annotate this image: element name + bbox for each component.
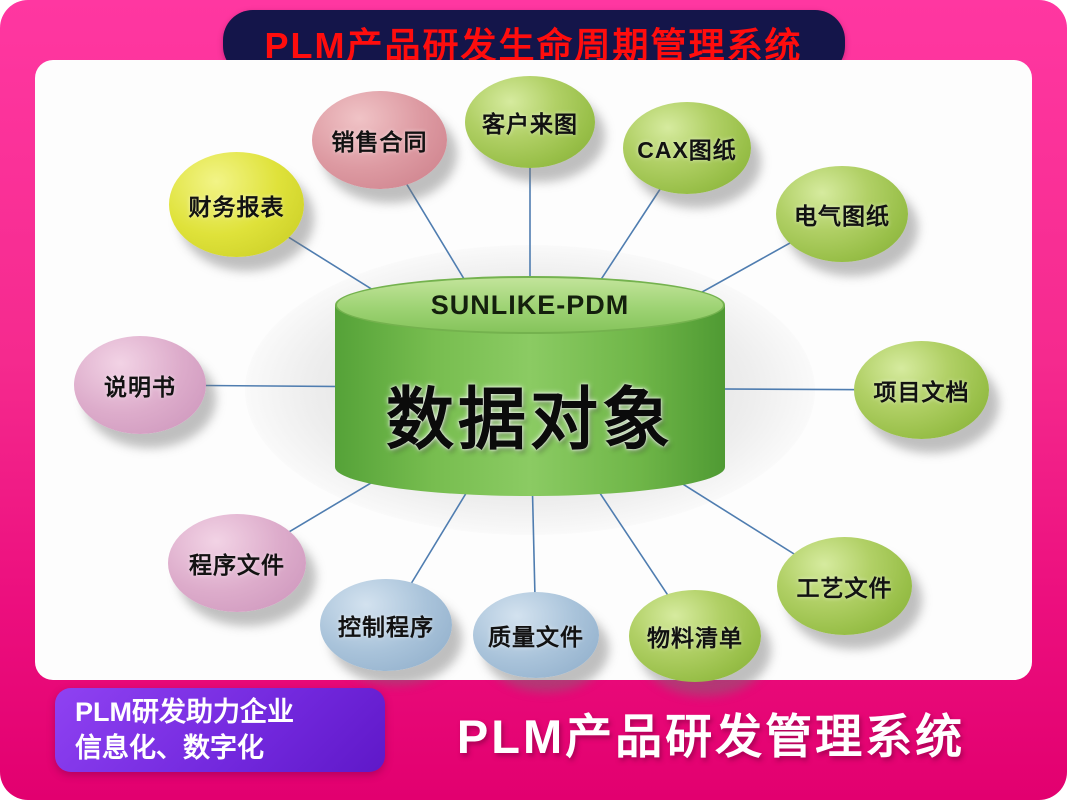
page-title: PLM产品研发生命周期管理系统	[264, 25, 803, 66]
footer-badge-line1: PLM研发助力企业	[75, 696, 294, 727]
diagram-node-control-programs: 控制程序	[320, 579, 452, 671]
node-label: 电气图纸	[794, 203, 890, 229]
node-label: 质量文件	[488, 624, 584, 650]
diagram-canvas: SUNLIKE-PDM 数据对象 财务报表 销售合同 客户来图 CAX图纸 电气…	[35, 60, 1032, 682]
node-label: CAX图纸	[637, 137, 737, 163]
node-label: 程序文件	[189, 552, 285, 578]
diagram-node-cax-drawings: CAX图纸	[623, 102, 751, 194]
footer-badge: PLM研发助力企业 信息化、数字化	[55, 688, 385, 772]
cylinder-top	[335, 276, 725, 334]
node-label: 财务报表	[188, 193, 285, 220]
footer-badge-line2: 信息化、数字化	[75, 733, 264, 763]
central-data-cylinder: SUNLIKE-PDM 数据对象	[335, 276, 725, 498]
diagram-node-customer-drawings: 客户来图	[465, 76, 595, 168]
diagram-node-electrical-drawings: 电气图纸	[776, 166, 908, 262]
diagram-node-bom-list: 物料清单	[629, 590, 761, 682]
node-label: 客户来图	[482, 111, 578, 137]
diagram-node-financial-reports: 财务报表	[169, 152, 304, 257]
diagram-node-process-files: 工艺文件	[777, 537, 912, 635]
diagram-node-project-documents: 项目文档	[854, 341, 989, 439]
diagram-node-quality-files: 质量文件	[473, 592, 599, 678]
node-label: 项目文档	[873, 379, 970, 405]
cylinder-system-label: SUNLIKE-PDM	[430, 290, 630, 320]
node-label: 工艺文件	[796, 575, 893, 601]
footer-title: PLM产品研发管理系统	[456, 710, 966, 763]
node-label: 销售合同	[331, 129, 428, 155]
diagram-node-manuals: 说明书	[74, 336, 206, 434]
cylinder-main-label: 数据对象	[385, 382, 674, 458]
diagram-node-program-files: 程序文件	[168, 514, 306, 612]
node-label: 说明书	[104, 374, 176, 400]
diagram-node-sales-contracts: 销售合同	[312, 91, 447, 189]
node-label: 物料清单	[647, 625, 743, 651]
node-label: 控制程序	[338, 614, 434, 640]
